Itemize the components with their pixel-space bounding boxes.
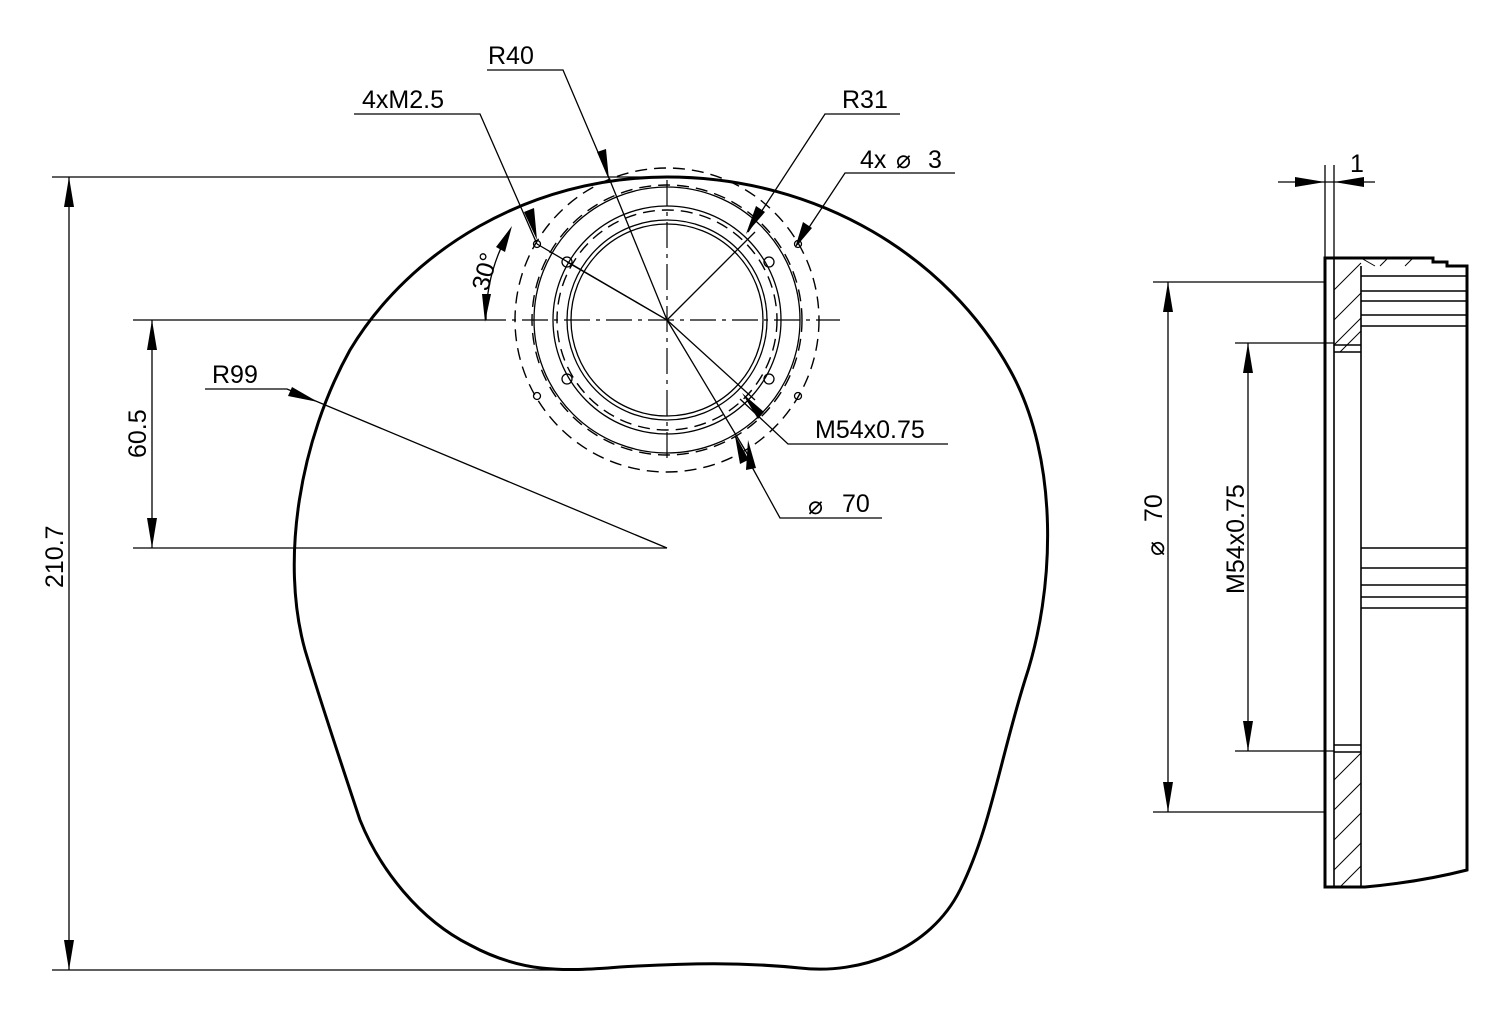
radial-line — [608, 177, 668, 321]
outer-dia-side-arrow-bottom — [1163, 782, 1173, 812]
r40-arrow — [597, 149, 609, 180]
radial-line — [666, 231, 756, 321]
tapped-hole — [561, 256, 573, 268]
thread-arrow — [742, 393, 764, 419]
r99-leader — [205, 388, 668, 549]
tapped-hole — [561, 373, 573, 385]
through-holes-leader — [797, 172, 955, 245]
through-hole — [532, 391, 542, 401]
outer-dia-side-label: 70 — [1140, 494, 1168, 522]
outer-dia-side-symbol: ⌀ — [1142, 541, 1170, 556]
tapped-holes-arrow — [524, 208, 537, 240]
section-hatch-top — [1333, 257, 1414, 353]
r31-label: R31 — [842, 86, 888, 114]
r99-label: R99 — [212, 361, 258, 389]
outer-dia-arrow-1 — [735, 436, 748, 464]
body-outline — [292, 175, 1050, 972]
r31-arrow — [746, 206, 765, 234]
offset-arrow-bottom — [147, 518, 157, 548]
through-holes-count-label: 4x — [860, 146, 887, 174]
front-view: R40 4xM2.5 R31 4x ⌀ 3 30° R99 60.5 — [41, 42, 1050, 972]
angle-label: 30° — [467, 250, 504, 294]
tapped-hole-group — [561, 256, 775, 385]
tapped-holes-label: 4xM2.5 — [362, 86, 444, 114]
height-arrow-top — [64, 177, 74, 207]
height-label: 210.7 — [41, 525, 69, 588]
tapped-hole — [763, 373, 775, 385]
through-hole-group — [532, 239, 803, 401]
outer-dia-arrow-2 — [746, 440, 756, 470]
through-holes-dia-symbol: ⌀ — [896, 146, 911, 174]
tapped-hole — [763, 256, 775, 268]
thread-grooves-middle — [1361, 547, 1467, 609]
thickness-arrow-right — [1334, 177, 1364, 187]
thickness-arrow-left — [1295, 177, 1325, 187]
radial-line — [666, 319, 756, 401]
offset-label: 60.5 — [124, 409, 152, 458]
angle-arrow-top — [496, 226, 512, 252]
section-hatch-bottom — [1333, 752, 1362, 888]
through-holes-dia-label: 3 — [928, 146, 942, 174]
offset-arrow-top — [147, 320, 157, 350]
angle-arrow-bottom — [482, 294, 491, 322]
r40-leader — [487, 69, 610, 179]
outer-dia-label: 70 — [842, 490, 870, 518]
through-holes-arrow — [795, 222, 812, 248]
height-arrow-bottom — [64, 940, 74, 970]
thread-grooves-bottom — [1334, 744, 1361, 753]
r99-arrow — [288, 387, 318, 402]
radial-line — [566, 261, 668, 321]
side-view: 1 ⌀ 70 M54x0.75 — [1140, 150, 1469, 889]
r40-label: R40 — [488, 42, 534, 70]
thread-side-label: M54x0.75 — [1222, 484, 1250, 594]
thread-side-arrow-bottom — [1243, 721, 1253, 751]
section-outline — [1323, 256, 1469, 889]
thread-label: M54x0.75 — [815, 416, 925, 444]
through-hole — [793, 391, 803, 401]
thickness-label: 1 — [1350, 150, 1364, 178]
outer-dia-symbol: ⌀ — [808, 492, 823, 520]
thread-grooves-top — [1334, 275, 1467, 353]
thread-side-arrow-top — [1243, 343, 1253, 373]
r31-leader — [747, 113, 900, 233]
radial-line — [666, 319, 749, 456]
through-hole — [532, 239, 542, 249]
tapped-holes-leader — [354, 113, 538, 245]
outer-dia-side-arrow-top — [1163, 282, 1173, 312]
